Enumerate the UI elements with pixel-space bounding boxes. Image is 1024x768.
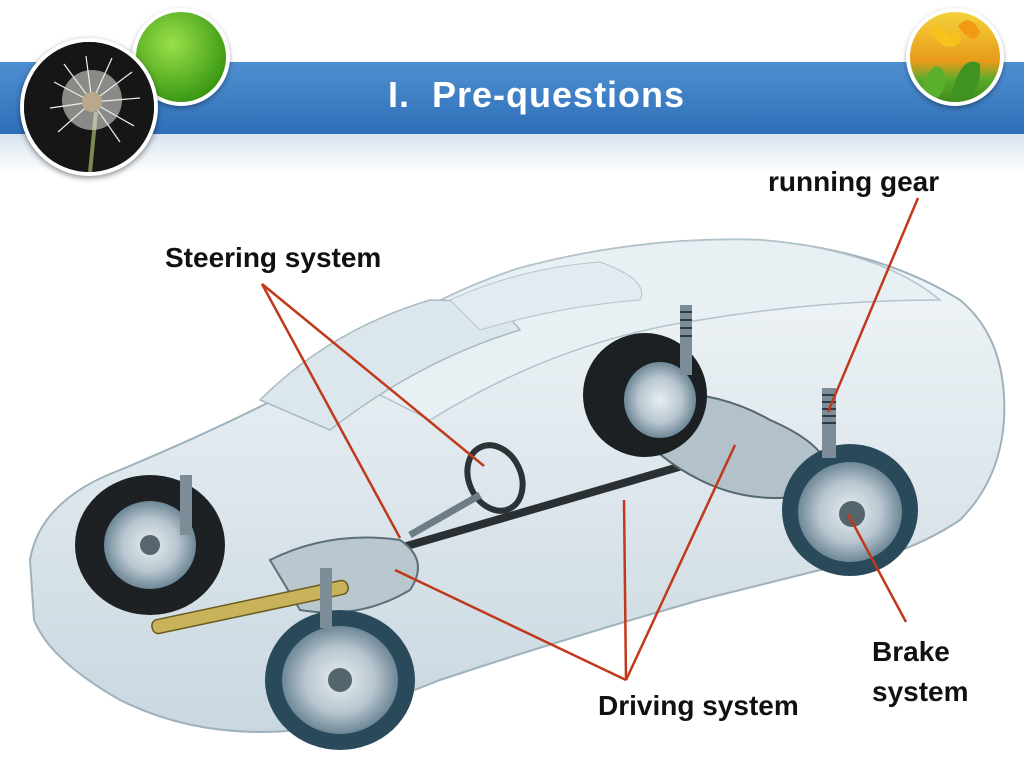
- propeller-shaft: [396, 451, 724, 552]
- steering-wheel: [464, 442, 526, 514]
- driving-callout-line-2: [622, 499, 628, 681]
- slide-title: I. Pre-questions: [388, 74, 686, 115]
- running-gear-callout-line: [826, 197, 920, 413]
- rear-right-wheel: [782, 444, 918, 576]
- front-left-wheel: [75, 475, 225, 615]
- front-right-wheel: [265, 610, 415, 750]
- sunroof: [449, 261, 642, 331]
- tulip-image: [906, 8, 1004, 106]
- suspension-strut-rear-left: [680, 305, 692, 375]
- steering-column: [408, 491, 482, 539]
- dandelion-image: [20, 38, 158, 176]
- banner-shadow: [0, 134, 1024, 174]
- suspension-strut-front: [180, 475, 332, 628]
- brake-system-label-line1: Brake: [872, 636, 950, 667]
- brake-callout-line: [846, 513, 908, 623]
- running-gear-label: running gear: [768, 166, 940, 197]
- steering-callout-line-2: [260, 283, 402, 539]
- rear-left-wheel: [583, 333, 707, 457]
- front-axle: [151, 579, 349, 635]
- steering-system-label: Steering system: [165, 242, 382, 273]
- driving-callout-line-3: [624, 444, 737, 681]
- driving-system-label: Driving system: [598, 690, 799, 721]
- car-chassis-diagram: [28, 197, 1006, 750]
- car-roof: [328, 238, 943, 421]
- brake-system-label-line2: system: [872, 676, 969, 707]
- steering-callout-line-1: [261, 283, 485, 467]
- driving-callout-line-1: [394, 568, 627, 682]
